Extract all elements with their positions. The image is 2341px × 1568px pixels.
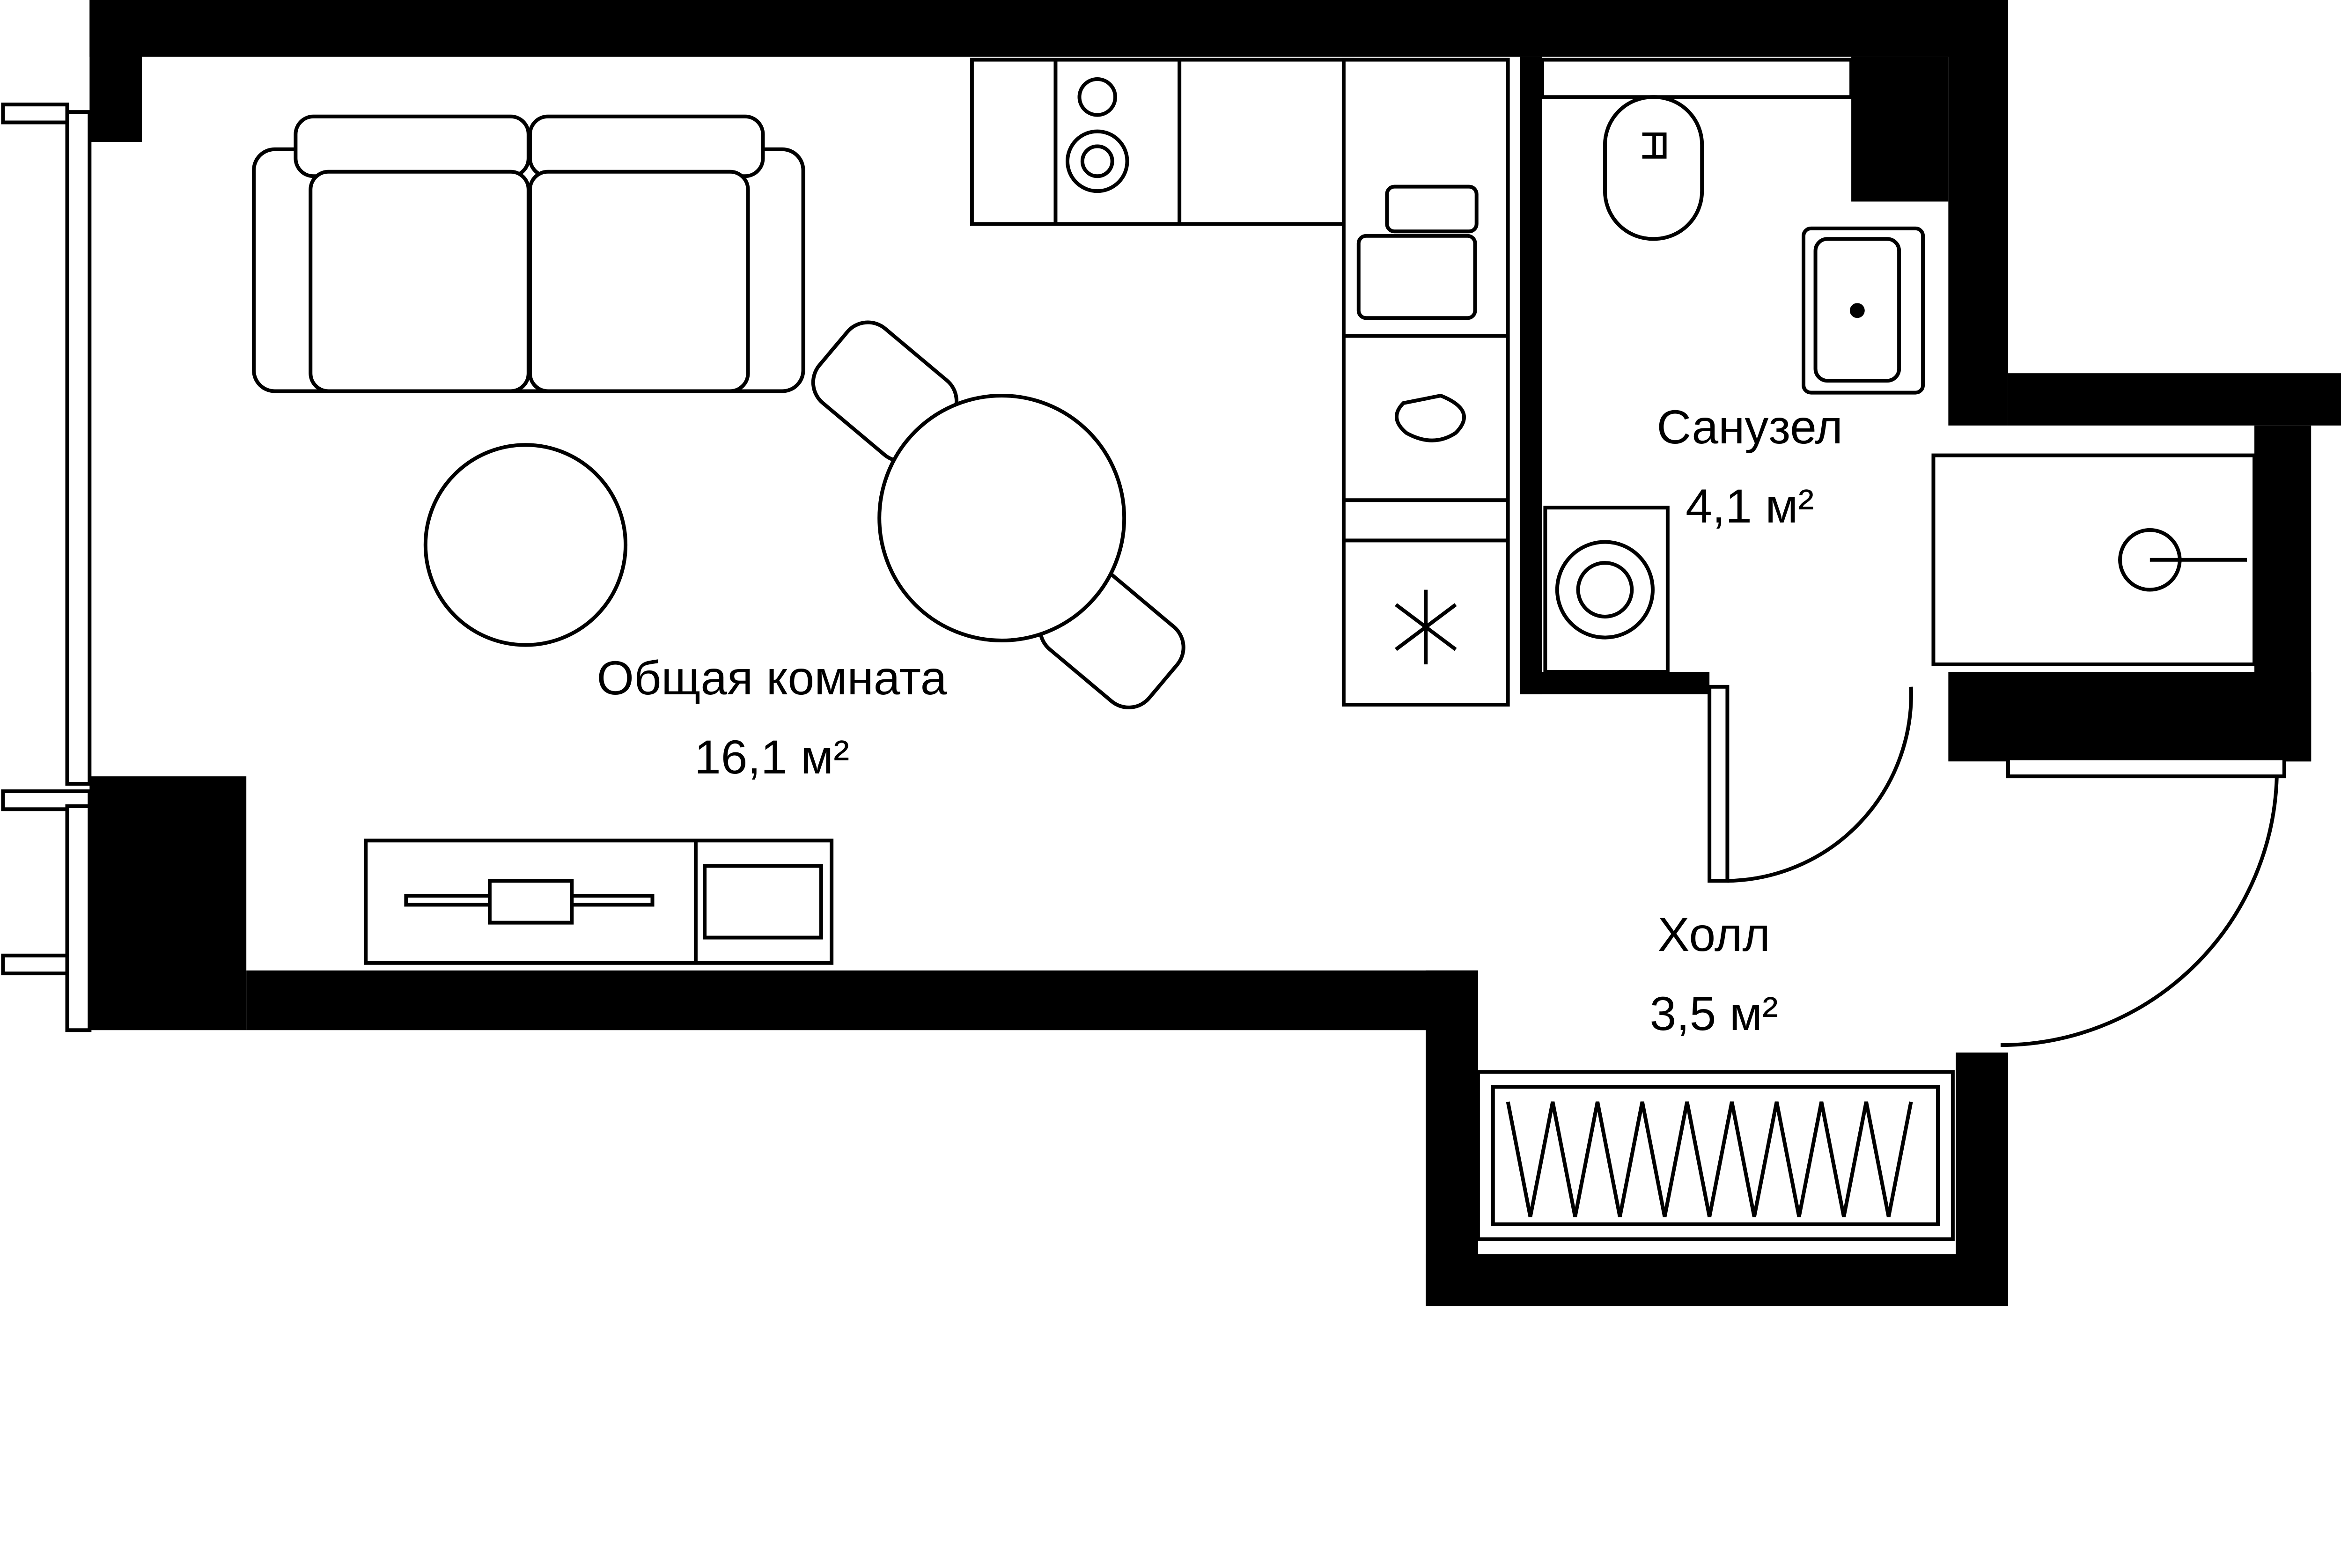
room-area: 3,5 м² xyxy=(1650,987,1778,1040)
bathroom-fixtures xyxy=(1540,58,2257,674)
wardrobe xyxy=(1476,1070,1955,1241)
room-bathroom: Санузел 4,1 м² xyxy=(1657,400,1843,533)
room-name: Холл xyxy=(1657,908,1770,961)
room-living: Общая комната 16,1 м² xyxy=(597,651,947,784)
walls xyxy=(89,0,2341,1307)
coffee-table xyxy=(423,443,628,647)
doors xyxy=(1708,685,2286,1047)
room-name: Общая комната xyxy=(597,651,947,705)
windows xyxy=(1,103,92,1032)
dining-set xyxy=(811,320,1185,709)
floor-plan: Общая комната 16,1 м² Санузел 4,1 м² Хол… xyxy=(1,0,2341,1307)
room-hall: Холл 3,5 м² xyxy=(1650,908,1778,1040)
room-area: 16,1 м² xyxy=(694,730,849,784)
room-area: 4,1 м² xyxy=(1686,479,1814,533)
tv-stand xyxy=(364,839,834,965)
kitchen xyxy=(970,58,1510,707)
sofa xyxy=(252,114,805,393)
room-name: Санузел xyxy=(1657,400,1843,454)
